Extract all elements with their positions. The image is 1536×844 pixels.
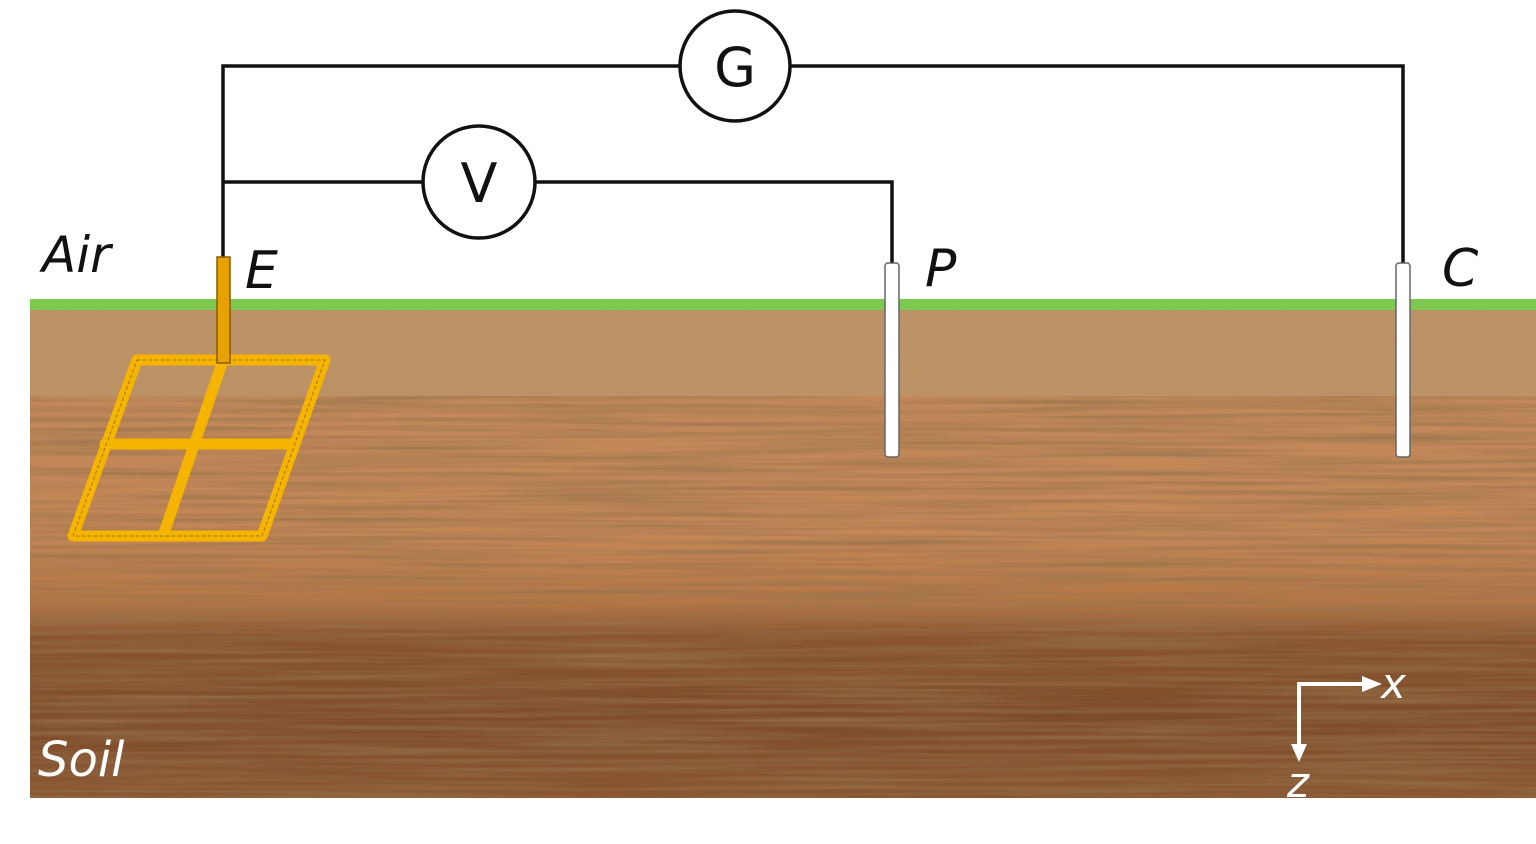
electrode-c-label: C bbox=[1442, 239, 1479, 299]
x-axis-arrowhead bbox=[1362, 676, 1382, 692]
wood-grain-texture bbox=[30, 394, 1536, 798]
electrode-c-probe bbox=[1395, 262, 1411, 458]
topsoil-gravel-texture bbox=[30, 310, 1536, 396]
electrode-e-rod bbox=[216, 256, 231, 364]
grass-line bbox=[30, 299, 1536, 310]
electrode-e-label: E bbox=[245, 241, 278, 301]
soil-region bbox=[30, 299, 1536, 798]
voltmeter-wire-right bbox=[535, 180, 894, 264]
grounding-grid bbox=[67, 354, 331, 542]
soil-label: Soil bbox=[38, 732, 125, 788]
generator-circle bbox=[678, 9, 792, 123]
voltmeter-circle bbox=[421, 124, 537, 240]
z-axis-label: z bbox=[1286, 758, 1310, 807]
air-label: Air bbox=[39, 226, 114, 284]
circuit-wiring bbox=[221, 64, 1405, 264]
generator-wire-right bbox=[790, 64, 1405, 264]
generator-meter: G bbox=[678, 9, 792, 123]
generator-label: G bbox=[714, 36, 756, 99]
z-axis-arrowhead bbox=[1291, 744, 1307, 762]
grid-outline-dash bbox=[72, 359, 326, 537]
voltmeter: V bbox=[421, 124, 537, 240]
electrode-p-label: P bbox=[925, 239, 957, 299]
generator-wire bbox=[221, 64, 680, 258]
electrode-p-probe bbox=[884, 262, 900, 458]
x-axis-label: x bbox=[1379, 659, 1407, 708]
voltmeter-label: V bbox=[461, 152, 498, 215]
grid-crossbar-vertical bbox=[157, 354, 229, 542]
axis-indicator bbox=[1291, 676, 1382, 762]
